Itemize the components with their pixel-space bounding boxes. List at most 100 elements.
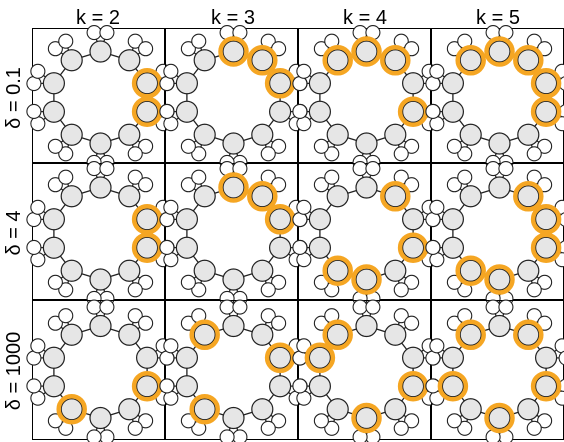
- ring-atom: [42, 72, 65, 95]
- selected-ring-atom: [136, 100, 159, 123]
- panel-grid: [26, 25, 564, 442]
- hydrogen-atom: [324, 420, 340, 436]
- selected-ring-atom: [326, 259, 349, 282]
- selection-halo: [322, 255, 353, 286]
- selected-ring-atom: [384, 49, 407, 72]
- hydrogen-atom: [47, 315, 63, 331]
- selected-ring-atom: [222, 40, 245, 63]
- selection-halo: [530, 370, 562, 402]
- hydrogen-atom: [191, 282, 207, 298]
- hydrogen-atom: [180, 41, 196, 57]
- hydrogen-atom: [99, 161, 115, 177]
- hydrogen-atom: [260, 282, 276, 298]
- ring-atom: [222, 314, 245, 338]
- ring-atom: [355, 314, 378, 338]
- ring-atom: [89, 132, 112, 155]
- hydrogen-atom: [365, 299, 381, 315]
- ring-atom: [175, 375, 198, 398]
- hydrogen-atom: [498, 161, 514, 177]
- hydrogen-atom: [292, 103, 308, 120]
- column-label-k5: k = 5: [476, 7, 520, 29]
- panel-row3-col1: [26, 299, 175, 442]
- hydrogen-atom: [127, 420, 143, 436]
- ring-atom: [355, 132, 378, 155]
- hydrogen-atom: [99, 25, 115, 41]
- hydrogen-atom: [138, 177, 154, 193]
- ring-atom: [517, 123, 540, 146]
- hydrogen-atom: [58, 33, 74, 49]
- hydrogen-atom: [324, 146, 340, 162]
- hydrogen-atom: [498, 299, 514, 315]
- selection-halo: [247, 45, 278, 76]
- selection-halo: [218, 36, 249, 67]
- hydrogen-atom: [271, 274, 287, 290]
- panel-row1-col2: [159, 25, 308, 170]
- ring-atom: [175, 100, 198, 123]
- hydrogen-atom: [296, 199, 312, 215]
- hydrogen-atom: [393, 308, 409, 324]
- hydrogen-atom: [425, 103, 441, 120]
- hydrogen-atom: [159, 378, 175, 394]
- row-label-delta-4: δ = 4: [3, 210, 25, 255]
- selected-ring-atom: [222, 176, 245, 199]
- selected-ring-atom: [355, 406, 378, 430]
- panel-row2-col2: [159, 161, 308, 306]
- selected-ring-atom: [535, 208, 558, 231]
- ring-atom: [42, 375, 65, 398]
- ring-atom: [60, 123, 83, 146]
- hydrogen-atom: [271, 413, 287, 429]
- hydrogen-atom: [127, 33, 143, 49]
- ring-atom: [175, 346, 198, 369]
- ring-atom: [175, 72, 198, 95]
- selected-ring-atom: [488, 268, 511, 291]
- ring-atom: [118, 259, 141, 282]
- hydrogen-atom: [404, 274, 420, 290]
- selected-ring-atom: [402, 375, 425, 398]
- selection-halo: [455, 45, 486, 76]
- selected-ring-atom: [251, 185, 274, 208]
- hydrogen-atom: [485, 161, 501, 177]
- hydrogen-atom: [393, 282, 409, 298]
- selected-ring-atom: [326, 323, 349, 346]
- hydrogen-atom: [127, 146, 143, 162]
- selected-ring-atom: [193, 323, 216, 346]
- hydrogen-atom: [127, 169, 143, 185]
- hydrogen-atom: [324, 169, 340, 185]
- ring-atom: [118, 185, 141, 208]
- hydrogen-atom: [47, 177, 63, 193]
- selected-ring-atom: [326, 49, 349, 72]
- hydrogen-atom: [180, 274, 196, 290]
- hydrogen-atom: [219, 429, 235, 442]
- panel-row1-col1: [26, 25, 175, 170]
- ring-atom: [517, 259, 540, 282]
- hydrogen-atom: [138, 413, 154, 429]
- ring-atom: [251, 398, 274, 421]
- selected-ring-atom: [269, 346, 292, 369]
- ring-atom: [308, 236, 331, 259]
- panel-row1-col4: [425, 25, 564, 170]
- ring-atom: [193, 49, 216, 72]
- panel-row3-col3: [292, 299, 441, 442]
- ring-atom: [402, 72, 425, 95]
- selection-halo: [247, 181, 278, 212]
- ring-atom: [488, 314, 511, 338]
- selection-halo: [351, 36, 382, 67]
- panel-row3-col4: [425, 299, 564, 442]
- selection-halo: [322, 45, 353, 76]
- ring-atom: [441, 236, 464, 259]
- ring-atom: [42, 236, 65, 259]
- selected-ring-atom: [136, 72, 159, 95]
- hydrogen-atom: [138, 315, 154, 331]
- selected-ring-atom: [517, 49, 540, 72]
- selection-halo: [189, 393, 220, 425]
- ring-atom: [89, 40, 112, 63]
- hydrogen-atom: [313, 413, 329, 429]
- selection-halo: [437, 370, 469, 402]
- hydrogen-atom: [404, 138, 420, 154]
- hydrogen-atom: [365, 161, 381, 177]
- selected-ring-atom: [535, 100, 558, 123]
- panel-row2-col4: [425, 161, 564, 306]
- ring-atom: [118, 49, 141, 72]
- hydrogen-atom: [138, 41, 154, 57]
- hydrogen-atom: [26, 103, 42, 120]
